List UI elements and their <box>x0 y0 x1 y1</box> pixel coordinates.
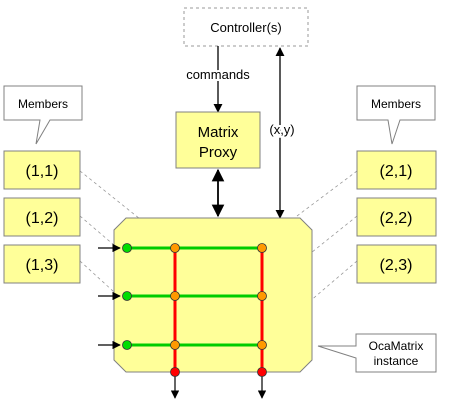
left-member-1-label: (1,1) <box>26 163 59 180</box>
crosspoint-node <box>170 243 180 253</box>
crosspoint-node <box>257 291 267 301</box>
coordinate-label: (x,y) <box>269 122 294 137</box>
members-right-callout: Members <box>356 85 436 145</box>
column-lines <box>173 248 264 372</box>
commands-label: commands <box>186 67 250 82</box>
proxy-label-line2: Proxy <box>199 144 238 161</box>
input-nodes <box>122 243 132 350</box>
right-member-3: (2,3) <box>356 244 437 284</box>
row-lines <box>127 246 262 347</box>
left-member-3: (1,3) <box>3 244 81 284</box>
output-node <box>170 367 180 377</box>
right-member-1: (2,1) <box>356 150 437 190</box>
right-member-3-label: (2,3) <box>380 257 413 274</box>
left-member-2-label: (1,2) <box>26 210 59 227</box>
crosspoint-node <box>257 243 267 253</box>
right-member-1-label: (2,1) <box>380 163 413 180</box>
left-member-3-label: (1,3) <box>26 257 59 274</box>
left-member-2: (1,2) <box>3 197 81 237</box>
crosspoint-node <box>170 291 180 301</box>
instance-label-line2: instance <box>374 354 419 368</box>
crosspoint-nodes <box>170 243 267 350</box>
controller-label: Controller(s) <box>210 20 282 35</box>
input-node <box>122 291 132 301</box>
right-member-2: (2,2) <box>356 197 437 237</box>
crosspoint-node <box>170 340 180 350</box>
input-arrows <box>98 243 121 350</box>
controller-box: Controller(s) <box>183 7 309 47</box>
crosspoint-node <box>257 340 267 350</box>
left-member-1: (1,1) <box>3 150 81 190</box>
right-member-2-label: (2,2) <box>380 210 413 227</box>
output-arrows <box>170 376 267 399</box>
proxy-label-line1: Matrix <box>198 124 239 141</box>
instance-label-line1: OcaMatrix <box>369 339 424 353</box>
matrix-proxy-box: Matrix Proxy <box>175 111 261 169</box>
output-nodes <box>170 367 267 377</box>
input-node <box>122 243 132 253</box>
members-left-label: Members <box>18 97 68 111</box>
instance-callout: OcaMatrix instance <box>317 333 437 373</box>
input-node <box>122 340 132 350</box>
members-left-callout: Members <box>3 85 83 145</box>
members-right-label: Members <box>371 97 421 111</box>
output-node <box>257 367 267 377</box>
